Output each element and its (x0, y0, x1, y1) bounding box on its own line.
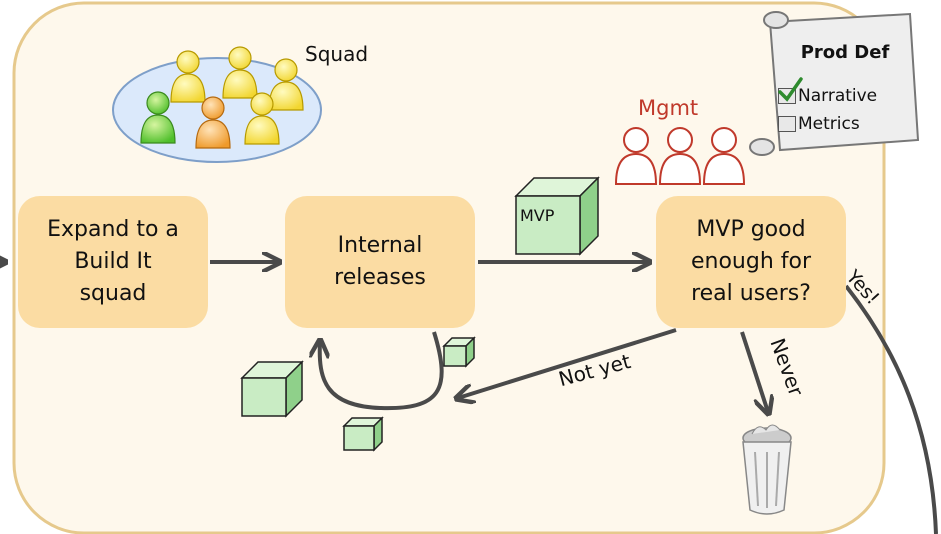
prod-def-item-narrative: Narrative (778, 77, 878, 106)
scroll-icon (749, 11, 920, 156)
squad-group-icon (112, 46, 322, 163)
node-expand-label: Expand to a Build It squad (47, 217, 179, 306)
node-internal-label: Internal releases (334, 233, 426, 290)
node-decision-label: MVP good enough for real users? (690, 217, 812, 306)
prod-def-item-metrics: Metrics (778, 114, 860, 134)
squad-label: Squad (305, 42, 369, 66)
arrow-never (740, 331, 768, 412)
prod-def-card: Prod Def Narrative Metrics (770, 30, 920, 150)
prod-def-title: Prod Def (800, 42, 890, 63)
mvp-cube-label: MVP (520, 206, 555, 225)
checkmark-icon (778, 77, 803, 102)
node-internal-releases: Internal releases (285, 196, 475, 328)
mvp-cube-icon (514, 176, 600, 256)
loop-arrow (320, 331, 444, 411)
checkbox-narrative (778, 77, 803, 104)
arrow-yes (844, 284, 938, 534)
checkbox-metrics (778, 116, 796, 132)
cube-icon (240, 360, 304, 418)
arrow-not-yet (458, 328, 677, 398)
node-expand-to-squad: Expand to a Build It squad (18, 196, 208, 328)
prod-def-narrative-label: Narrative (798, 86, 878, 106)
prod-def-metrics-label: Metrics (798, 114, 860, 134)
node-mvp-decision: MVP good enough for real users? (656, 196, 846, 328)
mgmt-label: Mgmt (638, 96, 699, 120)
cube-icon (442, 336, 476, 368)
cube-icon (342, 416, 384, 452)
trash-can-icon (742, 424, 792, 515)
mgmt-people-icon (614, 127, 746, 185)
